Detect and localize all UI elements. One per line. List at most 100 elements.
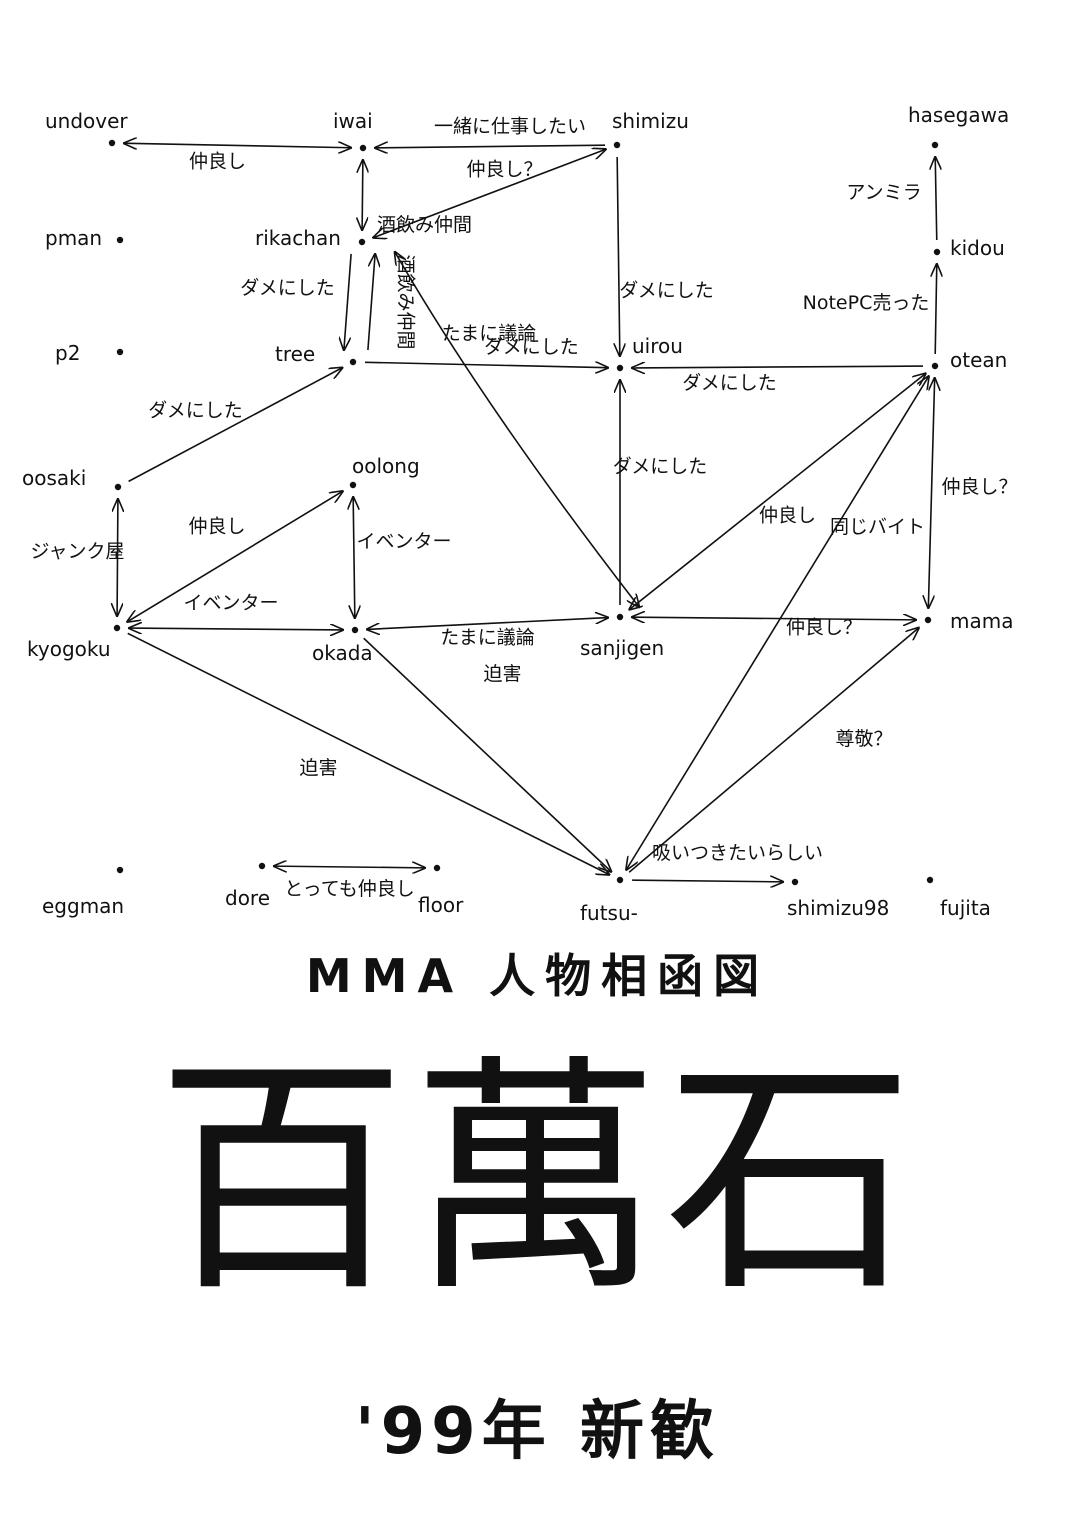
edge-label: イベンター — [183, 592, 278, 614]
edge-iwai-rikachan: 酒飲み仲間 — [362, 160, 472, 236]
edge-label: 仲良し — [759, 505, 816, 527]
edge-shimizu-uirou: ダメにした — [617, 156, 714, 356]
node-p2: p2 — [55, 341, 124, 365]
edge-line — [632, 366, 924, 368]
node-otean: otean — [931, 348, 1007, 372]
node-label: mama — [950, 609, 1013, 633]
node-shimizu: shimizu — [612, 109, 689, 149]
node-label: futsu- — [580, 901, 638, 925]
diagram-subtitle: MMA 人物相函図 — [305, 949, 770, 1003]
edge-label: 仲良し — [188, 516, 245, 538]
edge-okada-futsu: 迫害 — [363, 637, 612, 872]
edge-label: 尊敬？ — [835, 728, 892, 750]
node-pman: pman — [45, 226, 124, 250]
edge-kyogoku-okada: イベンター — [129, 592, 343, 630]
node-label: fujita — [940, 896, 991, 920]
edge-label: ダメにした — [240, 277, 334, 299]
edge-line — [344, 253, 352, 350]
edge-label: ジャンク屋 — [30, 541, 124, 563]
edge-kyogoku-futsu: 迫害 — [127, 632, 610, 874]
edge-label: 迫害 — [299, 757, 337, 779]
edge-okada-sanjigen: たまに議論 — [367, 618, 608, 649]
edge-otean-mama: 仲良し？ — [928, 378, 1018, 608]
node-iwai: iwai — [333, 109, 373, 152]
edge-sanjigen-otean: 仲良し — [629, 373, 925, 609]
edge-label: NotePC売った — [803, 292, 930, 314]
edge-line — [274, 866, 425, 868]
edge-line — [935, 264, 937, 355]
node-label: tree — [275, 342, 315, 366]
edge-line — [117, 499, 118, 616]
node-uirou: uirou — [616, 334, 683, 372]
node-label: shimizu98 — [787, 896, 889, 920]
edge-tree-rikachan: 酒飲み仲間 — [367, 254, 417, 351]
node-dot — [616, 876, 624, 884]
edge-line — [629, 373, 925, 609]
edge-line — [617, 156, 620, 356]
edge-sanjigen-uirou: ダメにした — [613, 380, 707, 605]
edge-line — [128, 368, 343, 483]
node-okada: okada — [312, 626, 373, 665]
node-oolong: oolong — [349, 454, 420, 489]
node-mama: mama — [924, 609, 1013, 633]
node-label: eggman — [42, 894, 124, 918]
node-label: uirou — [632, 334, 683, 358]
edge-label: イベンター — [356, 531, 451, 553]
edge-label: 一緒に仕事したい — [434, 116, 586, 138]
node-label: kidou — [950, 236, 1005, 260]
node-undover: undover — [45, 109, 128, 147]
edge-line — [127, 491, 342, 622]
node-dot — [359, 144, 367, 152]
node-label: shimizu — [612, 109, 689, 133]
node-dot — [114, 483, 122, 491]
node-label: dore — [225, 886, 270, 910]
edge-label: とっても仲良し — [284, 878, 415, 900]
node-dot — [933, 248, 941, 256]
main-title: 百萬石 — [156, 1034, 919, 1325]
node-dot — [116, 348, 124, 356]
node-kidou: kidou — [933, 236, 1005, 260]
edge-otean-kidou: NotePC売った — [803, 264, 937, 355]
edge-line — [364, 362, 608, 367]
node-dore: dore — [225, 862, 270, 910]
node-dot — [616, 364, 624, 372]
node-dot — [616, 613, 624, 621]
edge-line — [373, 149, 606, 237]
node-label: oosaki — [22, 466, 86, 490]
edge-line — [367, 618, 608, 630]
node-label: kyogoku — [27, 637, 111, 661]
footer-caption: '99年 新歓 — [355, 1395, 720, 1469]
nodes-layer: undover iwai shimizu hasegawa pman rikachan ki… — [22, 103, 1013, 925]
node-hasegawa: hasegawa — [908, 103, 1009, 149]
edge-otean-uirou: ダメにした — [632, 366, 924, 394]
edge-line — [124, 143, 351, 148]
edge-label: ダメにした — [613, 456, 707, 478]
node-dot — [926, 876, 934, 884]
edge-label: 仲良し？ — [786, 617, 862, 639]
edge-label: 仲良し？ — [941, 476, 1017, 498]
node-dot — [931, 362, 939, 370]
node-label: hasegawa — [908, 103, 1009, 127]
node-oosaki: oosaki — [22, 466, 122, 491]
edge-oosaki-kyogoku: ジャンク屋 — [30, 499, 125, 616]
node-eggman: eggman — [42, 866, 124, 918]
edge-line — [631, 880, 783, 882]
edge-label: 同じバイト — [830, 516, 925, 538]
edge-label: 仲良し — [189, 151, 246, 173]
edge-line — [129, 628, 343, 630]
node-label: rikachan — [255, 226, 341, 250]
edge-label: たまに議論 — [440, 627, 534, 649]
edge-line — [367, 254, 375, 351]
node-dot — [116, 236, 124, 244]
node-label: oolong — [352, 454, 420, 478]
edge-shimizu-rikachan: 仲良し？ — [373, 149, 606, 237]
edges-layer: 仲良し一緒に仕事したい酒飲み仲間仲良し？ダメにしたダメにした酒飲み仲間ダメにした… — [30, 116, 1017, 901]
edge-label: 迫害 — [483, 663, 521, 685]
edge-futsu-shimizu98: 吸いつきたいらしい — [631, 842, 823, 882]
node-dot — [351, 626, 359, 634]
edge-line — [362, 160, 363, 230]
node-shimizu98: shimizu98 — [787, 878, 889, 920]
edge-rikachan-sanjigen: たまに議論 — [395, 252, 639, 607]
node-label: pman — [45, 226, 102, 250]
edge-line — [375, 145, 606, 148]
